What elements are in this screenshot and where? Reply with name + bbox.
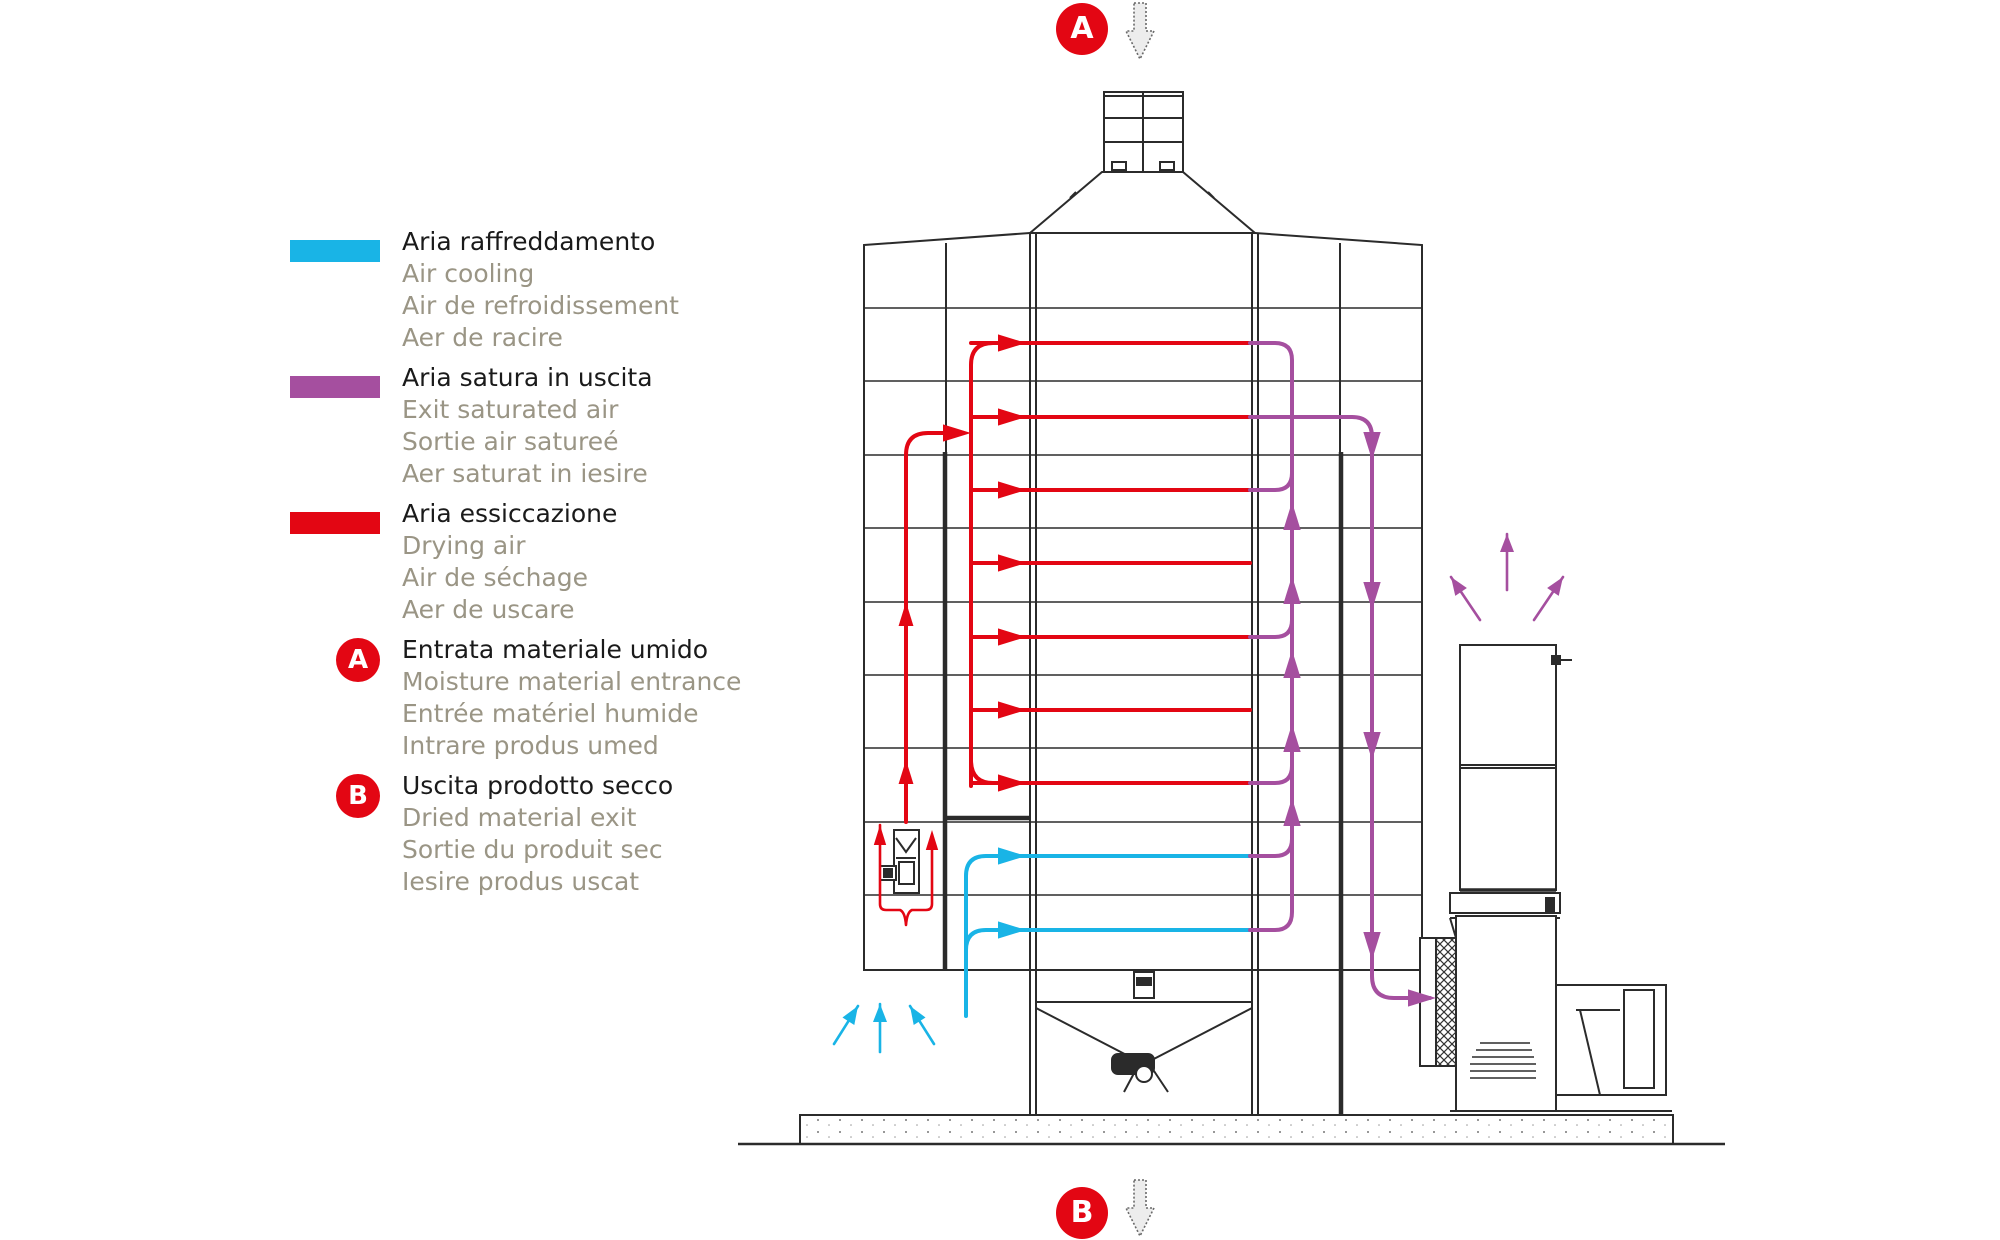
arrow-head <box>1283 502 1301 530</box>
saturated-branch <box>1248 837 1294 858</box>
legend-translation: Drying air <box>402 531 526 560</box>
marker-b-outlet: B <box>1056 1187 1108 1239</box>
arrow-head <box>898 602 914 626</box>
arrow-head <box>1283 798 1301 826</box>
arrow-head <box>998 408 1026 426</box>
legend-translation: Air de séchage <box>402 563 589 592</box>
arrow-head <box>1547 577 1563 596</box>
arrow-head <box>910 1006 926 1025</box>
legend-translation: Aer de uscare <box>402 595 575 624</box>
arrow-head <box>873 1004 887 1022</box>
arrow-head <box>998 921 1026 939</box>
legend-swatch <box>290 376 380 398</box>
cooling-air-flow <box>832 847 1252 1054</box>
arrow-head <box>842 1006 858 1025</box>
legend-translation: Dried material exit <box>402 803 637 832</box>
exhaust-fan <box>1419 644 1672 1112</box>
drying-manifold-end <box>969 758 995 785</box>
arrow-head <box>1408 989 1436 1007</box>
silo-body <box>863 91 1423 1115</box>
legend-translation: Moisture material entrance <box>402 667 742 696</box>
legend-translation: Intrare produs umed <box>402 731 659 760</box>
legend-label: Aria satura in uscita <box>402 363 653 392</box>
saturated-branch <box>1248 764 1294 785</box>
material-arrow <box>1124 2 1156 61</box>
arrow-head <box>873 825 887 845</box>
arrow-head <box>998 847 1026 865</box>
arrow-head <box>1283 650 1301 678</box>
exhaust-arrows <box>1449 532 1565 622</box>
arrow-head <box>1451 577 1467 596</box>
arrow-head <box>998 334 1026 352</box>
arrow-head <box>1363 582 1381 610</box>
legend-label: Aria essiccazione <box>402 499 618 528</box>
saturated-air-flow <box>1248 341 1436 1007</box>
arrow-head <box>1363 432 1381 460</box>
legend-translation: Exit saturated air <box>402 395 619 424</box>
legend-translation: Aer saturat in iesire <box>402 459 648 488</box>
legend-translation: Sortie du produit sec <box>402 835 663 864</box>
arrow-head <box>998 701 1026 719</box>
burner-unit <box>879 829 920 894</box>
legend-label: Uscita prodotto secco <box>402 771 674 800</box>
legend-label: Entrata materiale umido <box>402 635 709 664</box>
legend-swatch <box>290 512 380 534</box>
arrow-head <box>998 774 1026 792</box>
arrow-head <box>1363 932 1381 960</box>
legend-translation: Aer de racire <box>402 323 563 352</box>
saturated-collector <box>1248 341 1294 932</box>
legend-translation: Iesire produs uscat <box>402 867 640 896</box>
material-arrow <box>1124 1179 1156 1238</box>
legend-label: Aria raffreddamento <box>402 227 656 256</box>
arrow-head <box>1283 576 1301 604</box>
legend-badge: A <box>336 638 380 682</box>
arrow-head <box>1363 732 1381 760</box>
burner-air-intake <box>878 823 934 927</box>
legend-translation: Air de refroidissement <box>402 291 679 320</box>
drying-air-flow <box>873 334 1252 927</box>
drying-riser <box>904 431 952 824</box>
arrow-head <box>925 830 939 850</box>
saturated-branch <box>1248 471 1294 492</box>
arrow-head <box>1500 534 1514 552</box>
arrow-head <box>998 628 1026 646</box>
material-flow-arrows <box>1124 2 1156 1238</box>
legend-badge: B <box>336 774 380 818</box>
arrow-head <box>998 554 1026 572</box>
legend-swatch <box>290 240 380 262</box>
marker-a-inlet: A <box>1056 3 1108 55</box>
legend-translation: Air cooling <box>402 259 535 288</box>
foundation <box>738 1114 1725 1146</box>
arrow-head <box>1283 724 1301 752</box>
cooling-air-branch <box>964 854 1252 1018</box>
cooling-air-branch <box>964 928 1252 952</box>
arrow-head <box>943 424 971 442</box>
arrow-head <box>898 760 914 784</box>
legend-translation: Entrée matériel humide <box>402 699 699 728</box>
saturated-exhaust-duct <box>1248 415 1432 1000</box>
arrow-head <box>998 481 1026 499</box>
legend-translation: Sortie air satureé <box>402 427 619 456</box>
saturated-branch <box>1248 618 1294 639</box>
